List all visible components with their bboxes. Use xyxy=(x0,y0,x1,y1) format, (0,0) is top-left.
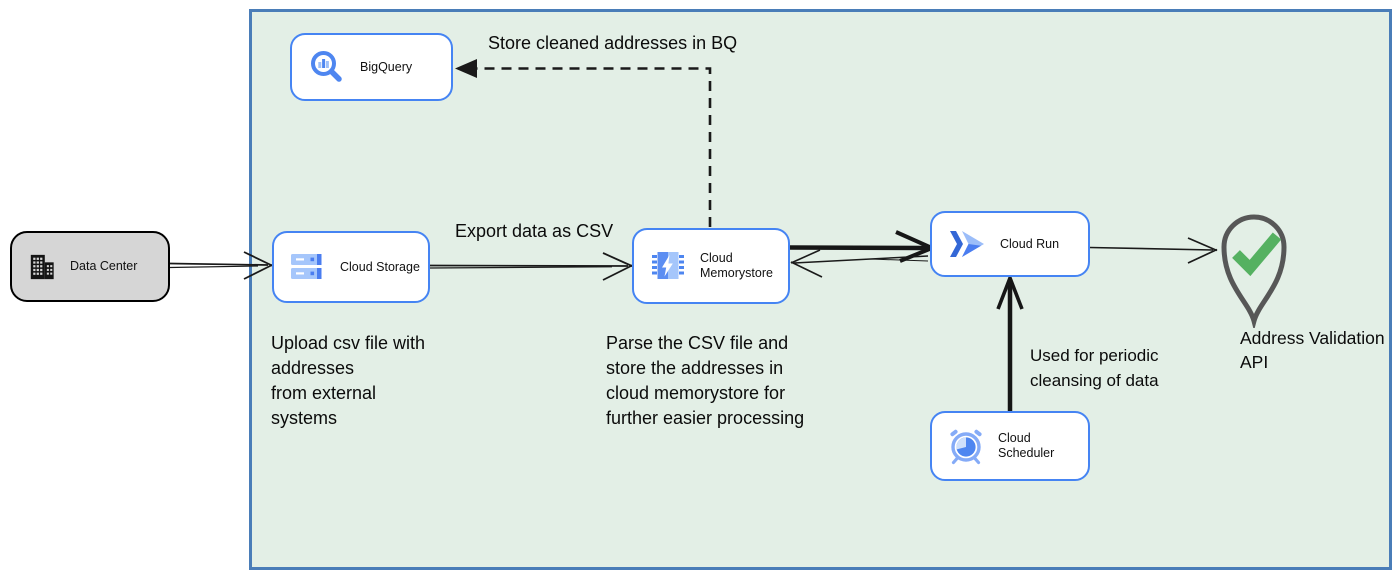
annotation-store-bq: Store cleaned addresses in BQ xyxy=(488,33,738,53)
cloud-storage-icon xyxy=(290,252,326,282)
node-label: Cloud Storage xyxy=(340,259,420,274)
alarm-clock-icon xyxy=(948,427,984,465)
node-data-center[interactable]: Data Center xyxy=(10,231,170,302)
node-cloud-memorystore[interactable]: Cloud Memorystore xyxy=(632,228,790,304)
node-cloud-storage[interactable]: Cloud Storage xyxy=(272,231,430,303)
annotation-export-csv: Export data as CSV xyxy=(455,221,614,241)
location-pin-check-icon xyxy=(1221,214,1287,331)
node-label: Cloud Run xyxy=(1000,236,1060,251)
node-cloud-run[interactable]: Cloud Run xyxy=(930,211,1090,277)
gcp-boundary-container xyxy=(249,9,1392,570)
node-label: Cloud Scheduler xyxy=(998,431,1055,460)
cloud-run-icon xyxy=(948,229,986,259)
bigquery-icon xyxy=(308,48,346,86)
node-bigquery[interactable]: BigQuery xyxy=(290,33,453,101)
building-icon xyxy=(28,253,56,281)
api-label: Address Validation API xyxy=(1240,328,1385,372)
annotation-periodic-cleansing: Used for periodic cleansing of data xyxy=(1030,346,1159,390)
node-cloud-scheduler[interactable]: Cloud Scheduler xyxy=(930,411,1090,481)
node-label: Data Center xyxy=(70,259,138,273)
annotation-upload-csv: Upload csv file with addresses from exte… xyxy=(271,333,426,428)
memorystore-chip-icon xyxy=(650,249,686,283)
node-label: BigQuery xyxy=(360,59,413,74)
node-address-validation-api[interactable] xyxy=(1219,208,1289,331)
annotation-parse-csv: Parse the CSV file and store the address… xyxy=(606,333,805,428)
node-label: Cloud Memorystore xyxy=(700,251,773,280)
